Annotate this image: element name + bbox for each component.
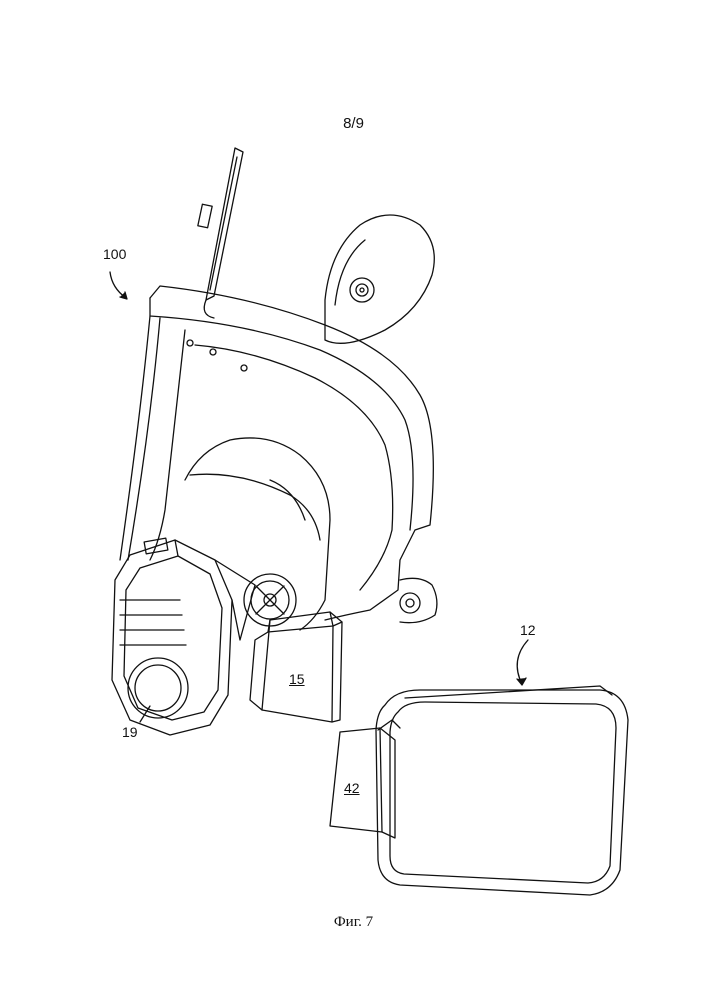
ref-label-connector: 42 (344, 780, 360, 796)
ref-label-filter: 19 (122, 724, 138, 740)
side-buckle (400, 578, 437, 622)
figure-caption: Фиг. 7 (0, 914, 707, 931)
display-unit (376, 686, 628, 895)
strap-loop (325, 215, 434, 343)
leader-arrows (110, 272, 528, 722)
ref-label-mask: 100 (103, 246, 126, 262)
housing-module (250, 612, 342, 722)
ref-label-housing: 15 (289, 671, 305, 687)
filter-cartridge (112, 538, 255, 735)
ref-label-display: 12 (520, 622, 536, 638)
inner-mask (185, 438, 330, 630)
mask-frame (120, 286, 433, 620)
